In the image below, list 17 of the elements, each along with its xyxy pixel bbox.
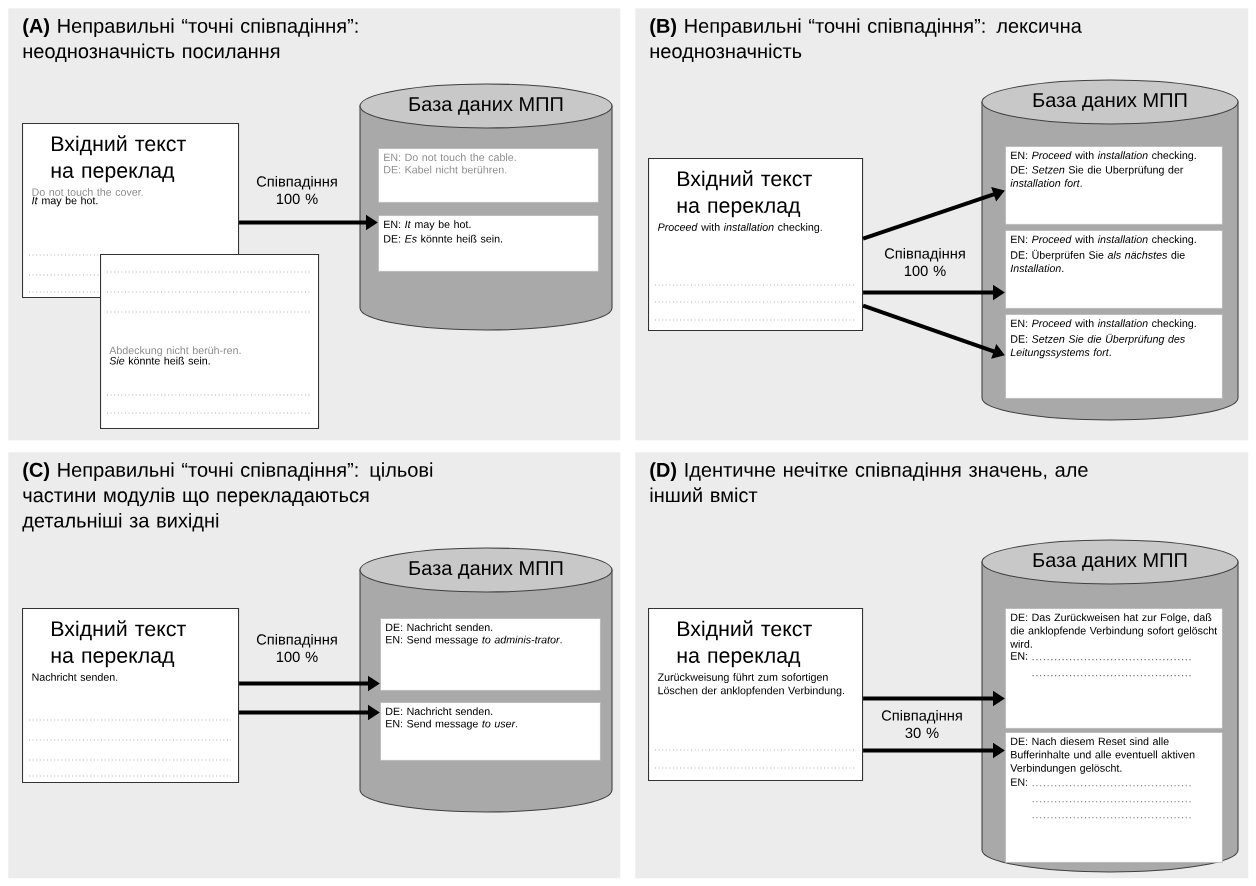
memory-entry-card: DE: Nachricht senden. EN: Send message to user.: [380, 702, 601, 761]
memory-entry-card: EN: Proceed with installation checking. DE: Überprüfen Sie als nächstes die Installation.: [1005, 230, 1223, 309]
document-page: Вхідний текст на переклад Nachricht senden.: [22, 608, 240, 784]
memory-entry-card: EN: Proceed with installation checking. DE: Setzen Sie die Uberprüfung der installation fort.: [1005, 146, 1223, 225]
document-page: Вхідний текст на переклад Proceed with installation checking.: [648, 158, 864, 332]
edge-label: Співпадіння 100 %: [250, 174, 344, 206]
edge-label: Співпадіння 100 %: [878, 246, 972, 278]
memory-entry-card: EN: Proceed with installation checking. DE: Setzen Sie die Überprüfung des Leitungssystems fort.: [1005, 314, 1223, 399]
memory-entry-card: DE: Nach diesem Reset sind alle Bufferinhalte und alle eventuell aktiven Verbindungen gelöscht. EN:: [1005, 732, 1223, 863]
edge-label: Співпадіння 100 %: [250, 632, 344, 664]
memory-entry-card: DE: Nachricht senden. EN: Send message to adminis-trator.: [380, 618, 601, 691]
memory-entry-card: EN: Do not touch the cable. DE: Kabel nicht berühren.: [378, 148, 599, 203]
document-page: Вхідний текст на переклад Zurückweisung führt zum sofortigen Löschen der anklopfenden Verbindung.: [648, 608, 864, 782]
memory-entry-card: EN: It may be hot. DE: Es könnte heiß sein.: [378, 215, 599, 272]
memory-entry-card: DE: Das Zurückweisen hat zur Folge, daß die anklopfende Verbindung sofort gelöscht wird. EN:: [1005, 608, 1223, 729]
edge-label: Співпадіння 30 %: [875, 708, 969, 740]
document-page: Abdeckung nicht berüh-ren. Sie könnte heiß sein.: [100, 254, 320, 430]
